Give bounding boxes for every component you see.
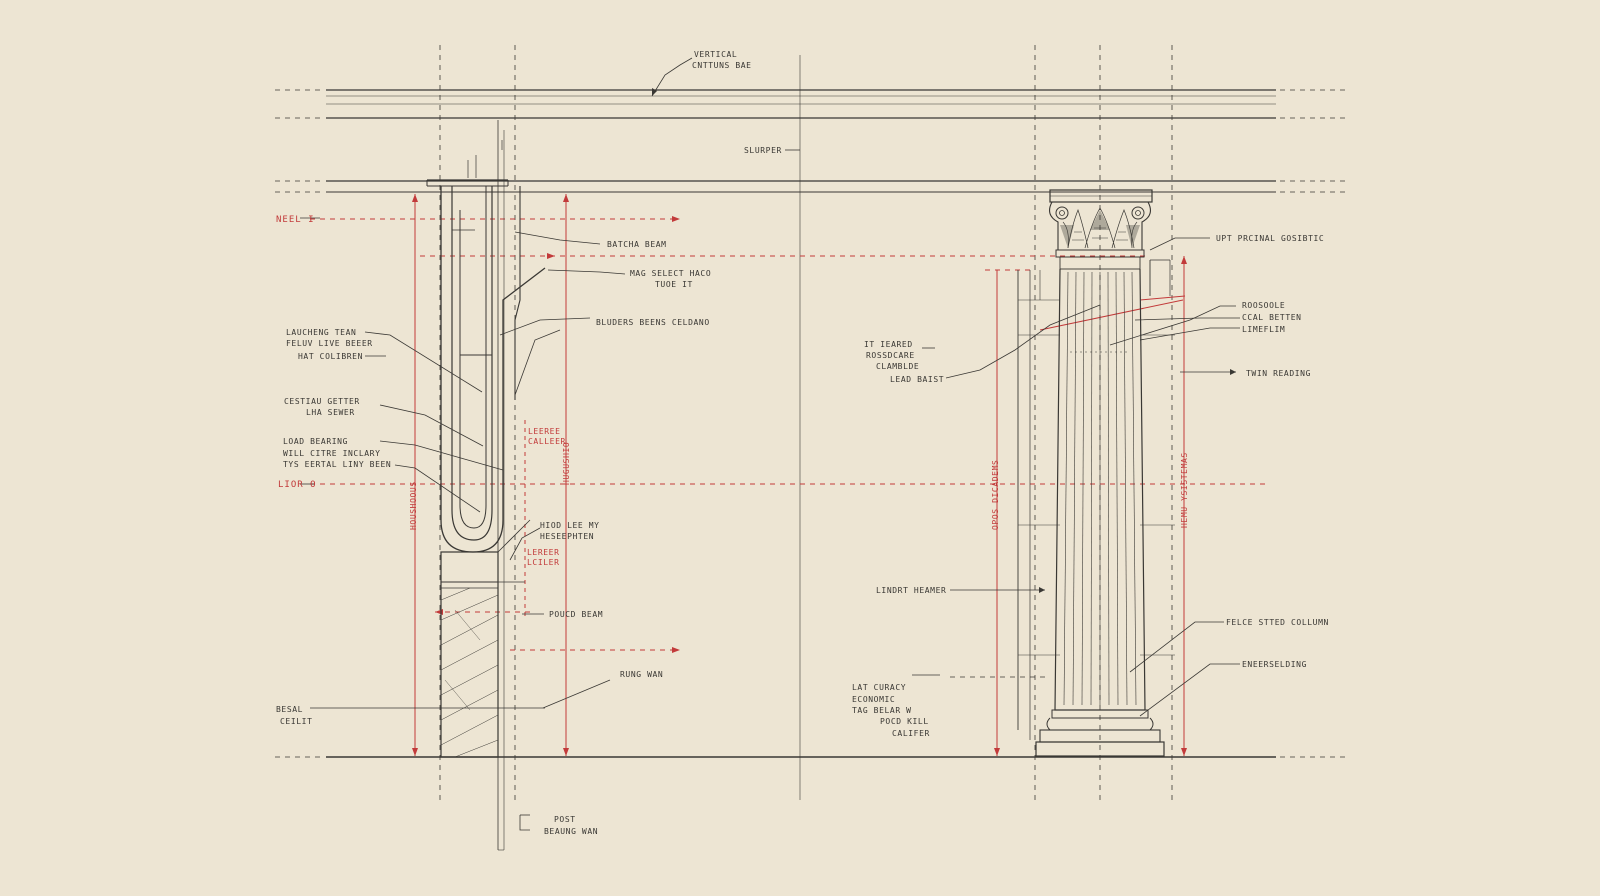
label-lat-curacy-5: CALIFER: [892, 729, 930, 738]
label-mag-select-1: MAG SELECT HACO: [630, 269, 711, 278]
label-hood-1: HIOD LEE MY: [540, 521, 600, 530]
label-slurper: SLURPER: [744, 146, 782, 155]
red-dimension-lines: [310, 194, 1270, 756]
label-continuous: CNTTUNS BAE: [692, 61, 752, 70]
label-bearing-wan: BEAUNG WAN: [544, 827, 598, 836]
label-lat-curacy-4: POCD KILL: [880, 717, 929, 726]
label-red-small-2a: LEREER: [527, 548, 560, 557]
label-twin-reading: TWIN READING: [1246, 369, 1311, 378]
label-lat-curacy-1: LAT CURACY: [852, 683, 906, 692]
label-ceilit: CEILIT: [280, 717, 313, 726]
label-rung-wan: RUNG WAN: [620, 670, 663, 679]
label-launching-3: HAT COLIBREN: [298, 352, 363, 361]
label-dim-right-1: OPOS DICADEMS: [991, 460, 1000, 530]
label-vertical: VERTICAL: [694, 50, 737, 59]
label-molding-3: LIMEFLIM: [1242, 325, 1285, 334]
label-nell: NEEL I: [276, 215, 315, 225]
annotation-labels: VERTICAL CNTTUNS BAE SLURPER BATCHA BEAM…: [276, 50, 1329, 836]
label-lead-baist: LEAD BAIST: [890, 375, 944, 384]
label-besal: BESAL: [276, 705, 303, 714]
label-cestiau-1: CESTIAU GETTER: [284, 397, 360, 406]
label-dim-right-2: HEMU YSISTEMAS: [1180, 452, 1189, 528]
label-dim-left-1: HOUSHOOUS: [409, 481, 418, 530]
label-boulders: BLUDERS BEENS CELDANO: [596, 318, 710, 327]
footing-hatch: [440, 519, 531, 758]
left-wall-section: [426, 120, 546, 851]
label-molding-2: CCAL BETTEN: [1242, 313, 1302, 322]
label-dim-left-2: HUGUSHIO: [562, 442, 571, 485]
label-base-molding: ENEERSELDING: [1242, 660, 1307, 669]
label-poured-beam: POUCD BEAM: [549, 610, 603, 619]
leader-lines: [300, 57, 1240, 831]
label-it-ieared-3: CLAMBLDE: [876, 362, 919, 371]
label-molding-1: ROOSOOLE: [1242, 301, 1285, 310]
label-lior: LIOR O: [278, 480, 317, 490]
label-load-bearing-1: LOAD BEARING: [283, 437, 348, 446]
label-launching-2: FELUV LIVE BEEER: [286, 339, 373, 348]
reference-grid: [275, 45, 1350, 800]
fluted-column: [1017, 189, 1175, 757]
label-lat-curacy-2: ECONOMIC: [852, 695, 895, 704]
label-upper-frieze: UPT PRCINAL GOSIBTIC: [1216, 234, 1324, 243]
label-lat-curacy-3: TAG BELAR W: [852, 706, 912, 715]
label-load-bearing-2: WILL CITRE INCLARY: [283, 449, 381, 458]
label-mag-select-2: TUOE IT: [655, 280, 693, 289]
red-labels: NEEL I LIOR O LEEREE CALLEER LEREER LCIL…: [276, 215, 1189, 567]
label-red-small-1b: CALLEER: [528, 437, 566, 446]
label-load-bearing-3: TYS EERTAL LINY BEEN: [283, 460, 391, 469]
label-hood-2: HESEEPHTEN: [540, 532, 594, 541]
label-under-header: LINDRT HEAMER: [876, 586, 946, 595]
label-batcha-beam: BATCHA BEAM: [607, 240, 667, 249]
label-post: POST: [554, 815, 576, 824]
label-it-ieared-1: IT IEARED: [864, 340, 913, 349]
label-red-small-2b: LCILER: [527, 558, 560, 567]
label-fluted-column: FELCE STTED COLLUMN: [1226, 618, 1329, 627]
label-red-small-1a: LEEREE: [528, 427, 561, 436]
label-launching-1: LAUCHENG TEAN: [286, 328, 356, 337]
label-it-ieared-2: ROSSDCARE: [866, 351, 915, 360]
label-cestiau-2: LHA SEWER: [306, 408, 355, 417]
